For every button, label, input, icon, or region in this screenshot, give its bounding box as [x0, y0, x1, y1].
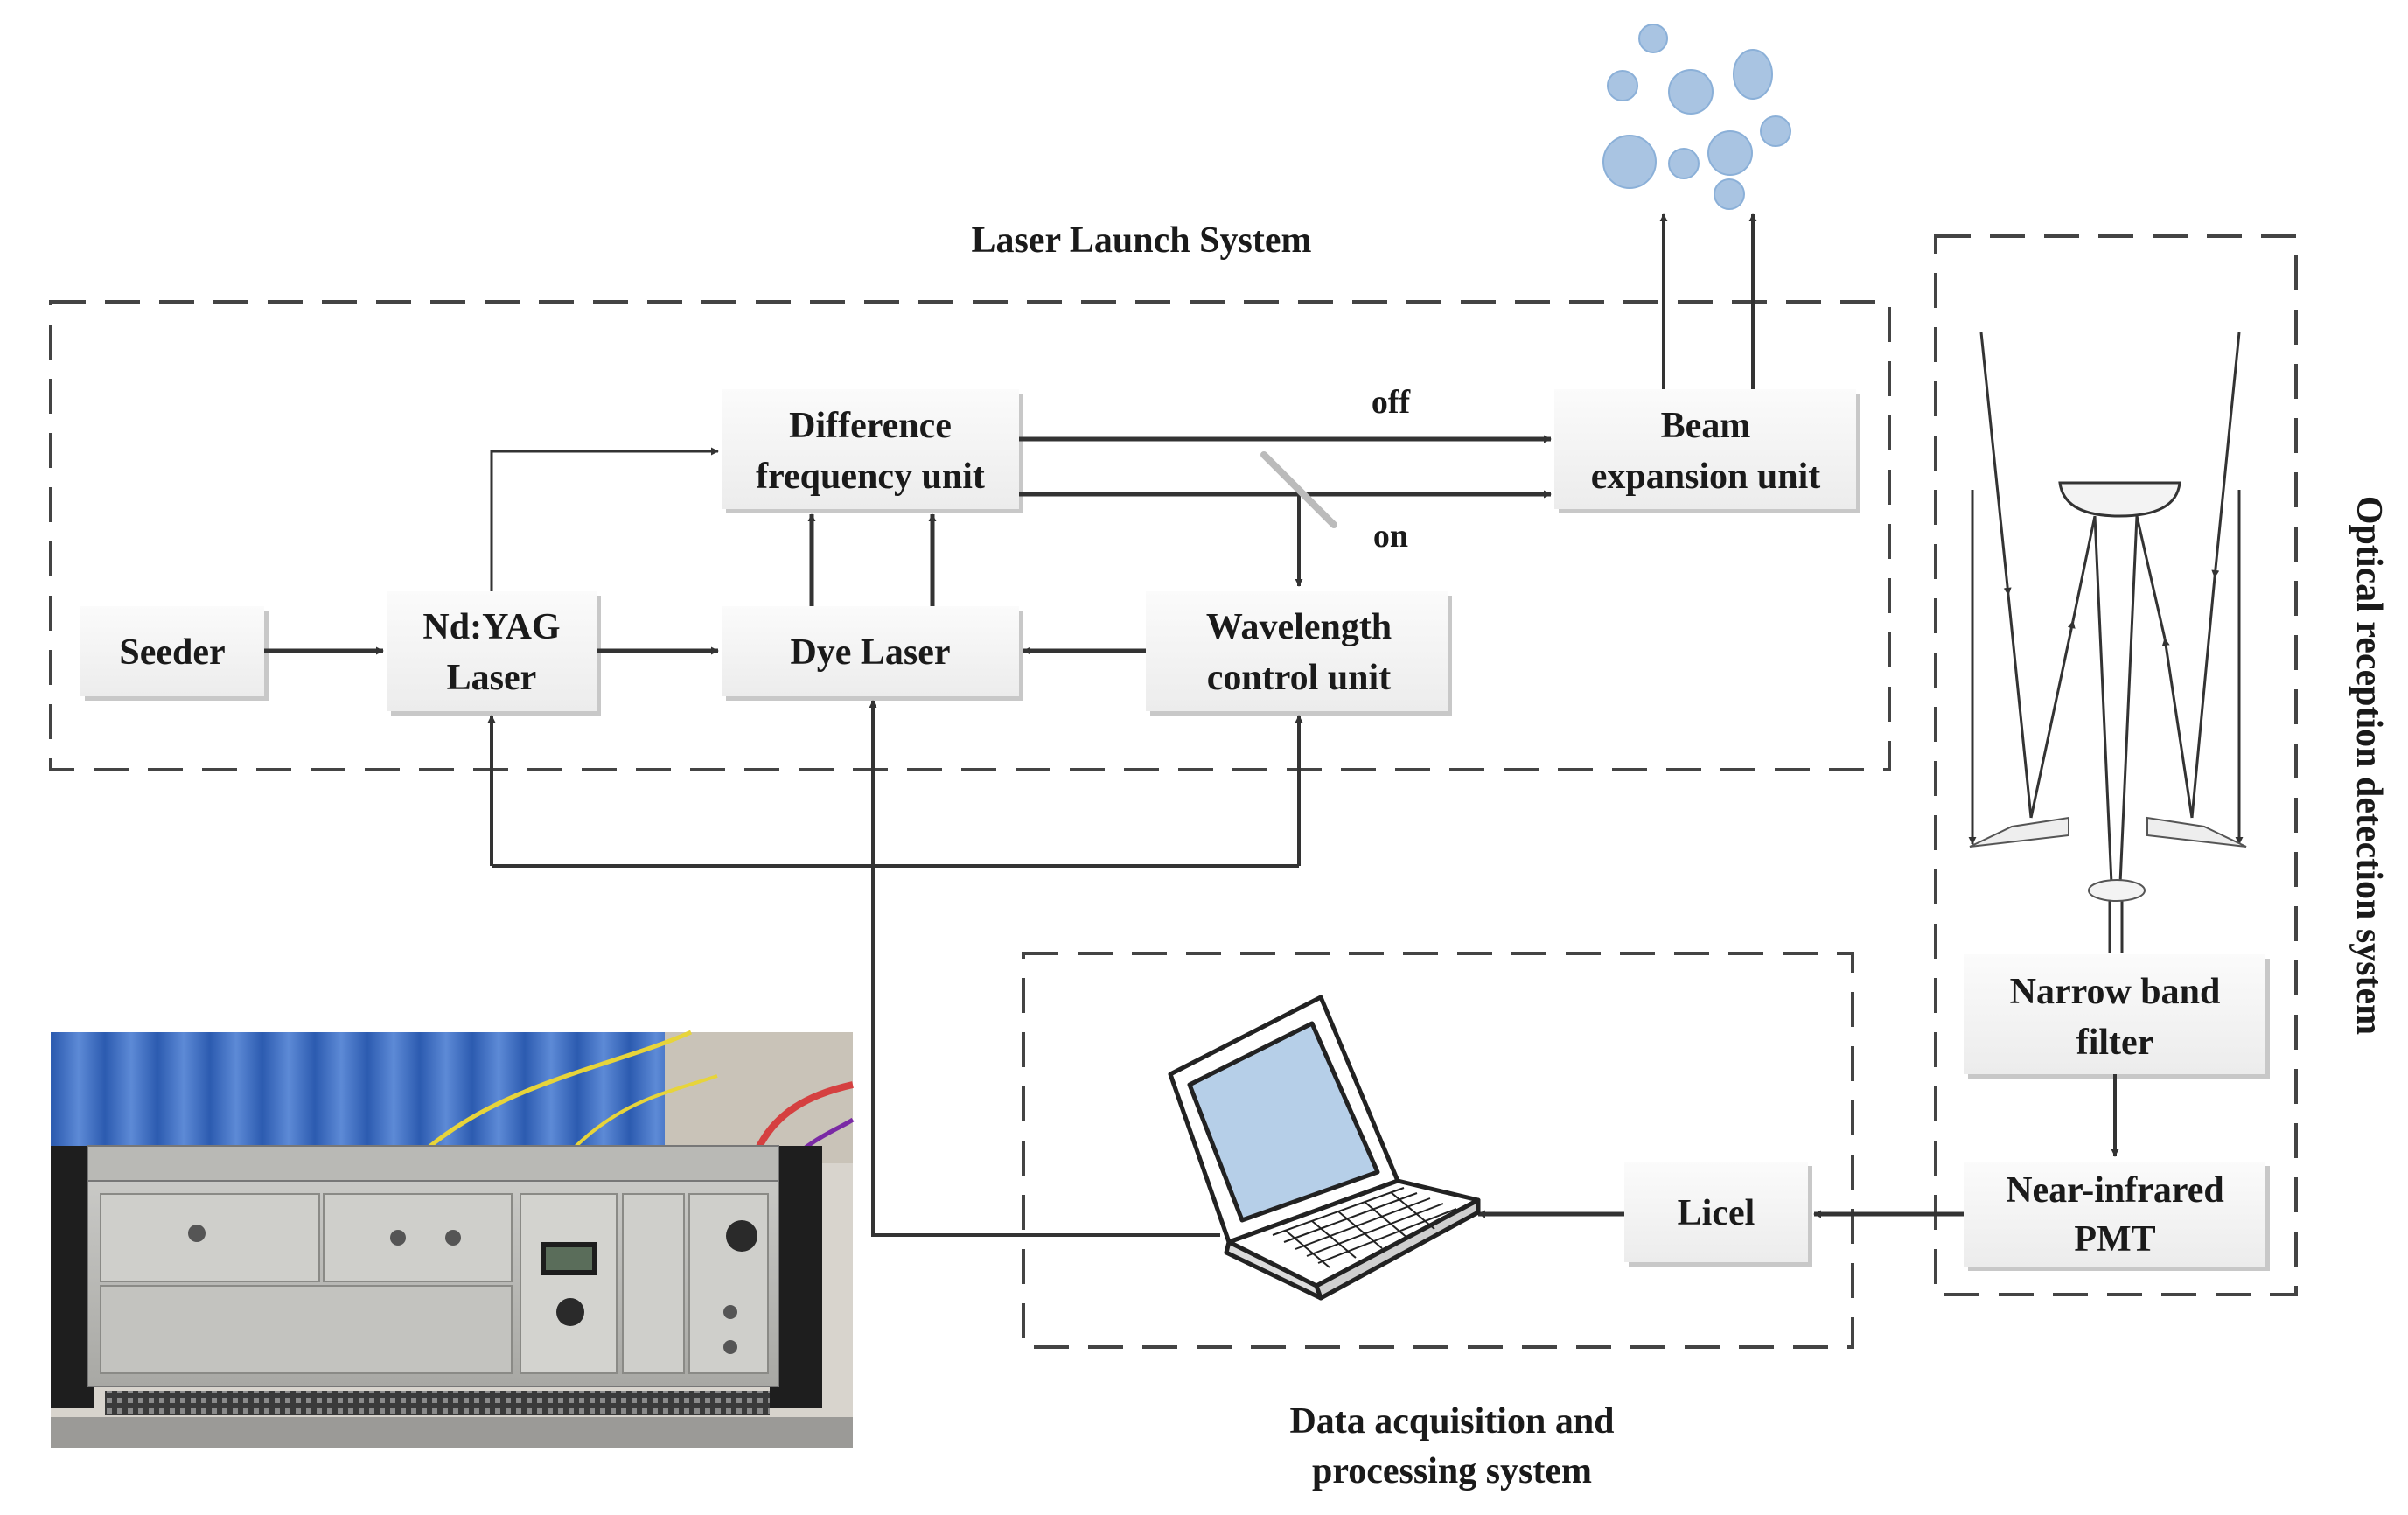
photo-panel: [323, 1193, 513, 1282]
particle: [1707, 130, 1753, 176]
laptop-keyboard: [1272, 1187, 1457, 1268]
primary-mirror-left: [1969, 816, 2069, 848]
particle: [1607, 70, 1638, 101]
photo-connector: [723, 1340, 737, 1354]
arrow-laptop-dye: [869, 700, 1220, 1237]
ndyag-label-1: Nd:YAG: [422, 607, 560, 647]
beam-splitter-mirror: [1260, 451, 1337, 528]
photo-knob: [556, 1298, 584, 1326]
photo-panel: [100, 1285, 513, 1374]
photo-panel: [622, 1193, 685, 1374]
photo-panel: [520, 1193, 618, 1374]
photo-connector: [390, 1230, 406, 1246]
arrow-ndyag-difference: [490, 447, 719, 591]
ray-left-up: [2029, 620, 2076, 819]
primary-mirror-right: [2146, 816, 2247, 848]
beam-label-1: Beam: [1661, 406, 1751, 446]
wavelength-label-1: Wavelength: [1206, 607, 1392, 647]
seeder-block: Seeder: [80, 606, 269, 701]
atmospheric-particles: [1602, 24, 1791, 210]
particle: [1638, 24, 1668, 53]
ndyag-laser-block: Nd:YAG Laser: [387, 591, 601, 716]
photo-cable: [409, 1030, 693, 1165]
data-acquisition-title-1: Data acquisition and: [1289, 1401, 1614, 1442]
licel-block: Licel: [1624, 1162, 1812, 1267]
equipment-photo: [51, 1030, 855, 1448]
off-label: off: [1372, 384, 1412, 421]
particle: [1668, 148, 1700, 179]
narrow-band-filter-block: Narrow band filter: [1964, 954, 2270, 1079]
difference-frequency-block: Difference frequency unit: [722, 389, 1023, 513]
particle: [1733, 49, 1773, 100]
photo-table: [51, 1417, 853, 1448]
seeder-label: Seeder: [119, 632, 225, 673]
ray-left-up-2: [2071, 515, 2097, 622]
ray-right-up: [2161, 638, 2194, 819]
photo-curtain: [51, 1032, 785, 1163]
ray-right-in: [2211, 332, 2241, 578]
laser-launch-frame: [49, 300, 1891, 771]
laptop-screen: [1187, 1021, 1380, 1223]
ray-left-in: [1979, 332, 2012, 596]
telescope-optics: [1968, 332, 2244, 953]
photo-display-screen: [546, 1247, 592, 1270]
ray-focus-right: [2118, 515, 2139, 884]
pmt-block: Near-infrared PMT: [1964, 1162, 2270, 1271]
dye-laser-block: Dye Laser: [722, 606, 1023, 701]
connections: [264, 213, 2119, 1237]
ndyag-label-2: Laser: [447, 658, 537, 698]
ray-left-in-2: [2007, 594, 2033, 819]
laser-launch-title: Laser Launch System: [972, 220, 1312, 261]
on-label: on: [1373, 518, 1408, 555]
optical-reception-title: Optical reception detection system: [2349, 496, 2389, 1035]
wavelength-control-block: Wavelength control unit: [1146, 591, 1452, 716]
photo-panel: [100, 1193, 320, 1282]
difference-label-2: frequency unit: [756, 457, 985, 497]
beam-label-2: expansion unit: [1591, 457, 1821, 497]
particle: [1714, 178, 1745, 210]
beam-expansion-block: Beam expansion unit: [1554, 389, 1860, 513]
particle: [1760, 115, 1791, 147]
photo-chassis-top: [87, 1145, 779, 1182]
narrow-label-1: Narrow band: [2010, 972, 2221, 1012]
dye-laser-label: Dye Laser: [790, 632, 950, 673]
ray-focus-left: [2093, 515, 2113, 884]
ray-right-in-2: [2190, 576, 2216, 819]
photo-connector: [445, 1230, 461, 1246]
secondary-mirror: [2058, 481, 2181, 518]
photo-vent-grille: [105, 1391, 770, 1415]
data-acquisition-frame: [1022, 952, 1854, 1349]
photo-connector: [723, 1305, 737, 1319]
optical-reception-frame: [1934, 234, 2298, 1296]
data-acquisition-title-2: processing system: [1312, 1451, 1592, 1491]
particle: [1602, 135, 1657, 189]
licel-label: Licel: [1678, 1193, 1755, 1233]
ray-right-up-2: [2135, 515, 2167, 639]
laptop-computer: [1168, 995, 1481, 1301]
pmt-label-2: PMT: [2074, 1219, 2155, 1260]
photo-connector: [188, 1225, 206, 1242]
focusing-lens: [2088, 879, 2146, 902]
pmt-label-1: Near-infrared: [2006, 1170, 2224, 1211]
laptop-base-front: [1314, 1197, 1481, 1301]
photo-cable: [558, 1074, 718, 1165]
wavelength-label-2: control unit: [1207, 658, 1391, 698]
particle: [1668, 69, 1714, 115]
difference-label-1: Difference: [789, 406, 952, 446]
narrow-label-2: filter: [2076, 1023, 2154, 1063]
photo-knob: [726, 1220, 757, 1252]
